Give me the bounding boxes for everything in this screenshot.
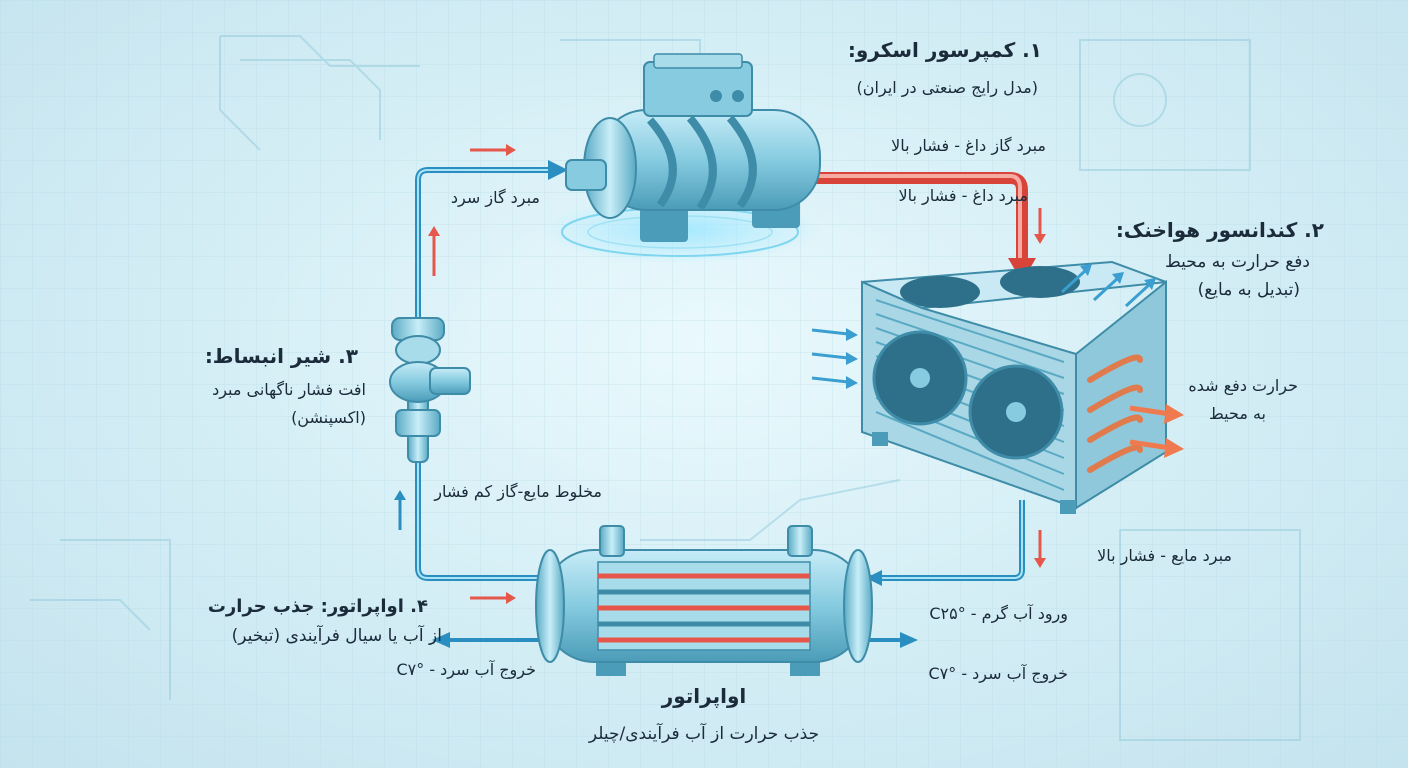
water-outlet-label: خروج آب سرد - °C۷ xyxy=(928,664,1068,683)
valve-title: ۳. شیر انبساط: xyxy=(204,344,358,368)
air-cooled-condenser xyxy=(811,260,1184,514)
evaporator-caption-title: اواپراتور xyxy=(661,684,747,708)
valve-line1: افت فشار ناگهانی مبرد xyxy=(212,380,366,399)
compressor-title: ۱. کمپرسور اسکرو: xyxy=(847,38,1042,62)
condenser-title: ۲. کندانسور هواخنک: xyxy=(1115,218,1324,242)
heat-rejected-line2: به محیط xyxy=(1208,404,1266,423)
evaporator-title: ۴. اواپراتور: جذب حرارت xyxy=(207,596,428,617)
cold-gas-label: مبرد گاز سرد xyxy=(450,188,540,207)
evaporator xyxy=(535,525,873,676)
condenser-line2: (تبدیل به مایع) xyxy=(1197,280,1300,300)
suction-pipe xyxy=(415,160,568,581)
hot-gas-label: مبرد گاز داغ - فشار بالا xyxy=(891,136,1046,155)
hot-refrigerant-label: مبرد داغ - فشار بالا xyxy=(898,186,1028,205)
left-water-outlet-label: خروج آب سرد - °C۷ xyxy=(396,660,536,679)
expansion-valve xyxy=(389,317,471,463)
flow-arrows xyxy=(394,144,1046,604)
condenser-line1: دفع حرارت به محیط xyxy=(1165,252,1310,272)
heat-rejected-line1: حرارت دفع شده xyxy=(1188,376,1298,395)
circuit-decor xyxy=(30,35,1301,741)
evaporator-line1: از آب یا سیال فرآیندی (تبخیر) xyxy=(231,626,442,646)
screw-compressor xyxy=(540,53,821,264)
liquid-line-pipe xyxy=(866,500,1025,586)
valve-line2: (اکسپنشن) xyxy=(291,408,366,427)
liquid-line-label: مبرد مایع - فشار بالا xyxy=(1097,546,1232,565)
water-inlet-label: ورود آب گرم - °C۲۵ xyxy=(929,604,1068,623)
mixture-label: مخلوط مایع-گاز کم فشار xyxy=(434,482,602,501)
compressor-subtitle: (مدل رایج صنعتی در ایران) xyxy=(856,78,1038,97)
evaporator-caption-subtitle: جذب حرارت از آب فرآیندی/چیلر xyxy=(588,724,820,744)
